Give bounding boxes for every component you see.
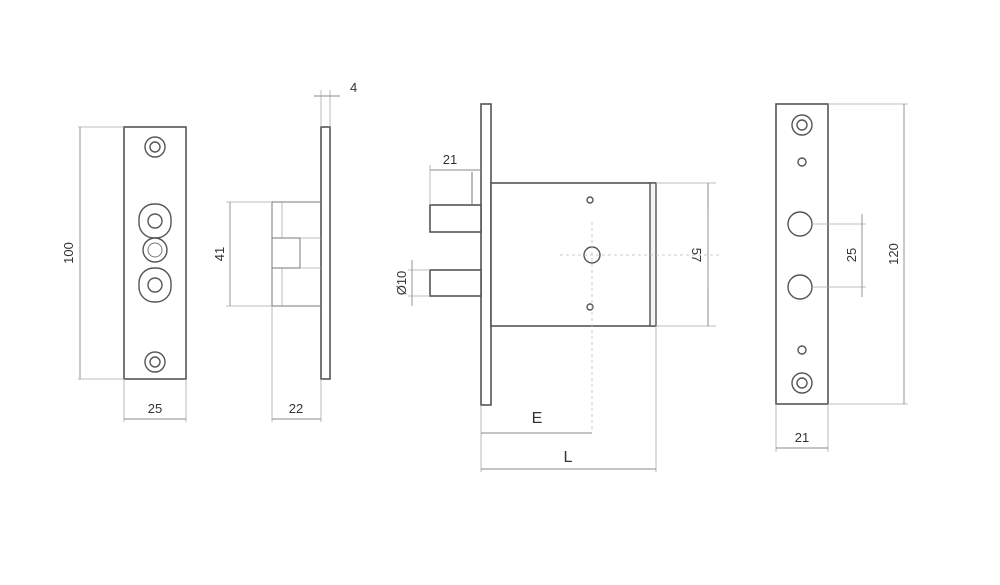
upper-bolt-inner: [147, 213, 163, 229]
side-housing-outline: [271, 201, 321, 307]
top-screw-inner: [149, 141, 161, 153]
body-height-label: 57: [689, 248, 704, 262]
cylinder-opening: [142, 237, 168, 263]
lower-bolt: [429, 269, 482, 297]
side-bolt-height-label: 41: [212, 247, 227, 261]
body-faceplate: [480, 103, 492, 406]
strike-top-screw-inner: [796, 119, 808, 131]
strike-plate-view: 25 120 21: [775, 103, 908, 452]
lock-body-view: 21 Ø10 57 E L: [394, 103, 720, 472]
upper-bolt: [429, 204, 482, 233]
front-faceplate-view: 100 25: [61, 126, 187, 422]
front-plate-height-label: 100: [61, 242, 76, 264]
side-thickness-label: 4: [350, 80, 357, 95]
strike-height-label: 120: [886, 243, 901, 265]
lock-case: [490, 182, 656, 327]
strike-upper-bolt-hole: [787, 211, 813, 237]
lower-bolt-inner: [147, 277, 163, 293]
strike-bottom-screw-inner: [796, 377, 808, 389]
side-faceplate: [320, 126, 331, 380]
case-screw-bottom: [586, 303, 594, 311]
backset-label: E: [532, 410, 543, 427]
side-view: 4 41 22: [212, 80, 357, 422]
bolt-diameter-label: Ø10: [394, 271, 409, 296]
body-length-label: L: [564, 449, 573, 466]
front-plate-width-label: 25: [148, 401, 162, 416]
strike-width-label: 21: [795, 430, 809, 445]
cylinder-inner: [147, 242, 163, 258]
bottom-screw-inner: [149, 356, 161, 368]
strike-lower-bolt-hole: [787, 274, 813, 300]
lock-case-back: [649, 182, 657, 327]
side-bolt-notch: [272, 237, 301, 269]
strike-plate-outline: [775, 103, 829, 405]
strike-small-hole-top: [797, 157, 807, 167]
bolt-protrusion-label: 21: [443, 152, 457, 167]
side-depth-label: 22: [289, 401, 303, 416]
strike-hole-spacing-label: 25: [844, 248, 859, 262]
strike-small-hole-bottom: [797, 345, 807, 355]
case-screw-top: [586, 196, 594, 204]
